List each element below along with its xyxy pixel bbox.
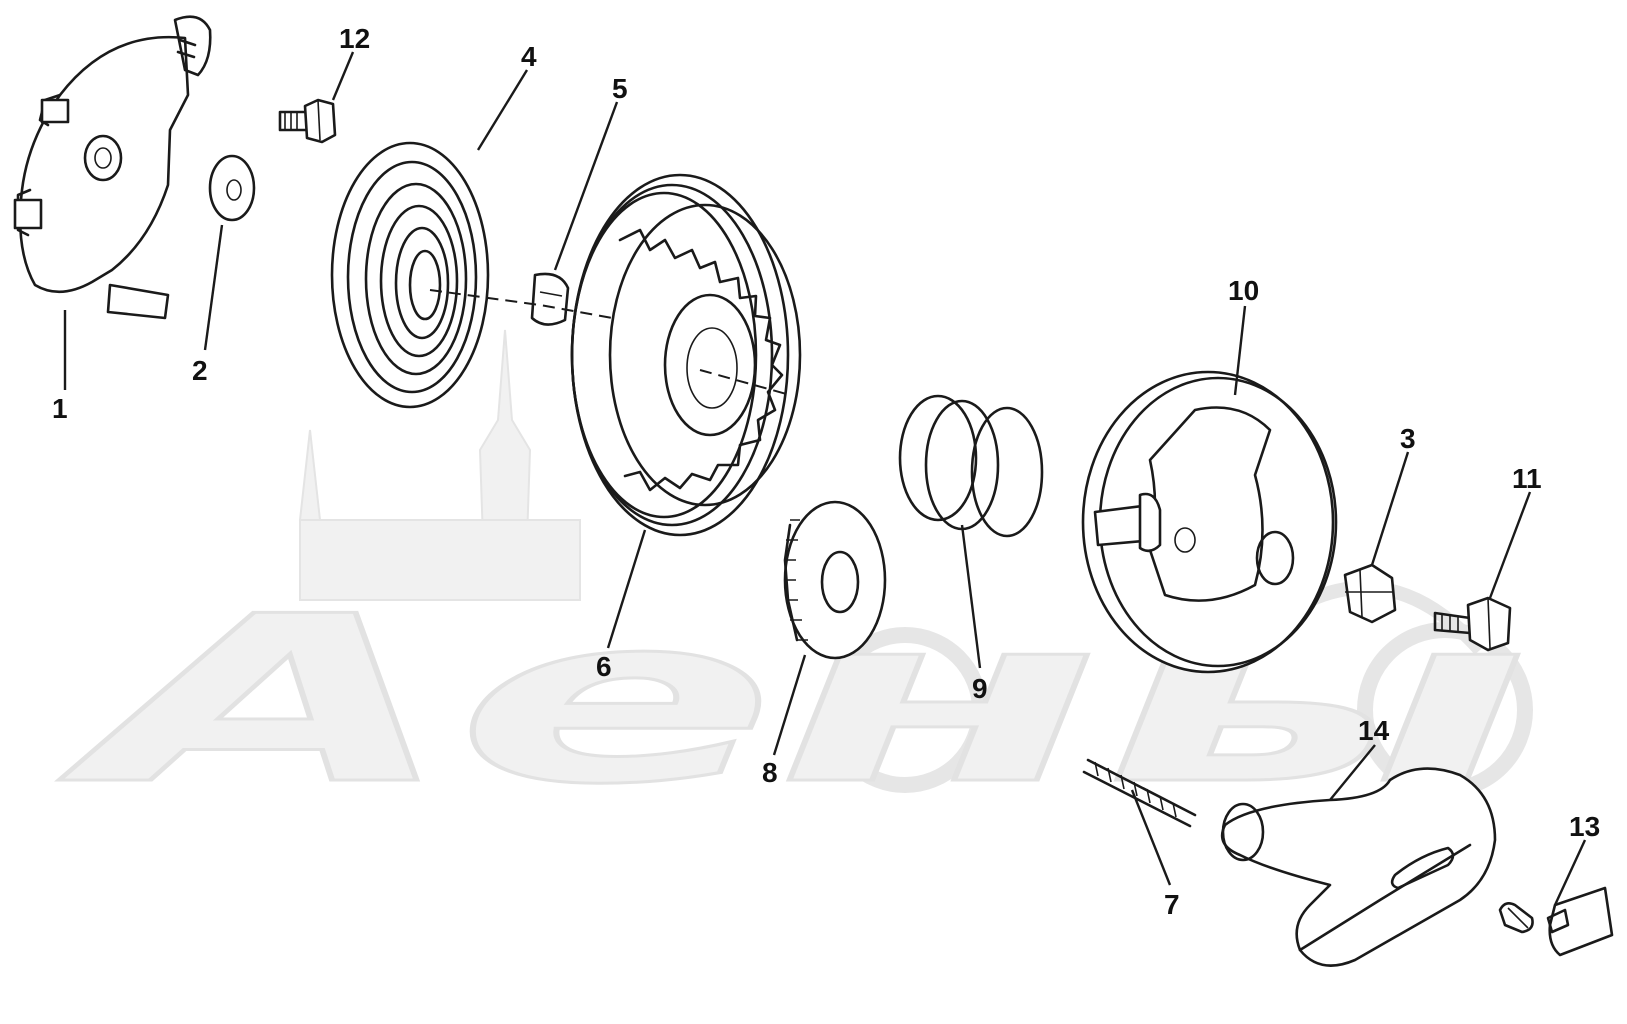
callout-7: 7: [1164, 889, 1180, 920]
part-13-handle-cap: [1498, 886, 1614, 957]
callout-3: 3: [1400, 423, 1416, 454]
leader-3: [1370, 451, 1410, 566]
leader-5: [553, 101, 619, 271]
part-3-castle-nut: [1343, 563, 1397, 624]
callout-13: 13: [1569, 811, 1600, 842]
callout-11: 11: [1512, 463, 1542, 494]
assembly-axis-gear: [699, 369, 791, 396]
callout-2: 2: [192, 355, 208, 386]
leader-2: [203, 224, 224, 351]
callout-12: 12: [339, 23, 370, 54]
leader-11: [1488, 491, 1532, 599]
part-5-pawl: [530, 272, 570, 326]
callout-5: 5: [612, 73, 628, 104]
callout-labels: 1 2 3 4 5 6 7 8 9 10 11 12 13 14: [52, 23, 1600, 920]
watermark-cathedral-icon: [298, 329, 1533, 798]
part-14-handle: [1220, 767, 1497, 967]
part-2-washer: [208, 154, 256, 222]
part-1-cover-plate: [13, 15, 212, 320]
leader-7: [1130, 789, 1172, 886]
leader-14: [1329, 744, 1376, 801]
leader-13: [1553, 839, 1587, 906]
callout-4: 4: [521, 41, 537, 72]
leader-9: [960, 524, 982, 669]
leader-10: [1233, 305, 1247, 396]
assembly-axis-upper: [429, 289, 613, 319]
part-6-pulley-gear: [570, 173, 802, 537]
leader-4: [476, 69, 529, 151]
callout-6: 6: [596, 651, 612, 682]
callout-1: 1: [52, 393, 68, 424]
part-12-bolt: [278, 98, 337, 144]
part-8-drive-gear: [783, 500, 887, 660]
part-10-cover-disc: [1081, 370, 1338, 674]
leader-6: [606, 529, 647, 649]
part-4-recoil-spring: [330, 141, 490, 409]
part-11-bolt: [1433, 596, 1512, 652]
callout-9: 9: [972, 673, 988, 704]
leader-8: [772, 654, 807, 756]
leader-lines: [63, 51, 1587, 906]
callout-10: 10: [1228, 275, 1259, 306]
part-7-rope: [1082, 758, 1197, 828]
part-9-springs: [898, 394, 1044, 538]
callout-8: 8: [762, 757, 778, 788]
leader-12: [331, 51, 355, 101]
callout-14: 14: [1358, 715, 1390, 746]
